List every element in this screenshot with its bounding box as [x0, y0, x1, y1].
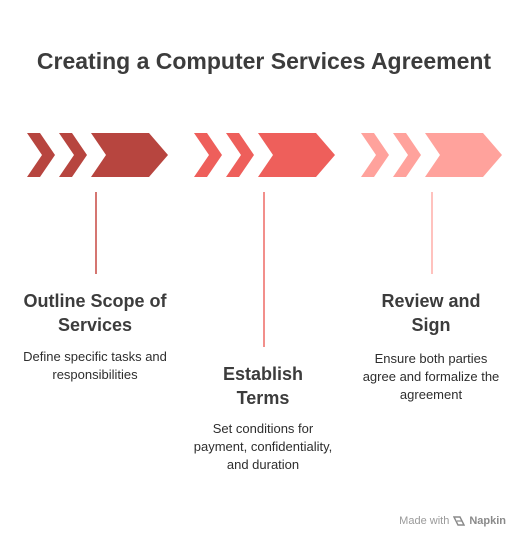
step-1-chevron-small-1: [27, 133, 55, 177]
made-with-label: Made with: [399, 515, 450, 527]
step-3-description: Ensure both parties agree and formalize …: [362, 351, 500, 402]
chevron-arrows: [27, 133, 502, 177]
napkin-logo-icon: [453, 516, 466, 526]
step-2-connector-line: [263, 192, 265, 347]
napkin-brand-label: Napkin: [469, 515, 506, 527]
step-3-chevron-large: [425, 133, 502, 177]
step-2-description: Set conditions for payment, confidential…: [193, 421, 333, 472]
step-3-chevron-small-1: [361, 133, 389, 177]
step-3-chevron-small-2: [393, 133, 421, 177]
step-2-title: Establish Terms: [222, 364, 304, 408]
step-2-chevron-large: [258, 133, 335, 177]
step-2-chevron-small-1: [194, 133, 222, 177]
step-1-title: Outline Scope of Services: [23, 291, 167, 335]
step-3-title: Review and Sign: [381, 291, 481, 335]
diagram-title: Creating a Computer Services Agreement: [36, 48, 492, 74]
step-1-chevron-small-2: [59, 133, 87, 177]
step-1-description: Define specific tasks and responsibiliti…: [23, 349, 167, 382]
step-3-connector-line: [431, 192, 433, 274]
step-1-connector-line: [95, 192, 97, 274]
made-with-napkin-badge: Made with Napkin: [399, 515, 506, 527]
step-2-chevron-small-2: [226, 133, 254, 177]
step-1-chevron-large: [91, 133, 168, 177]
